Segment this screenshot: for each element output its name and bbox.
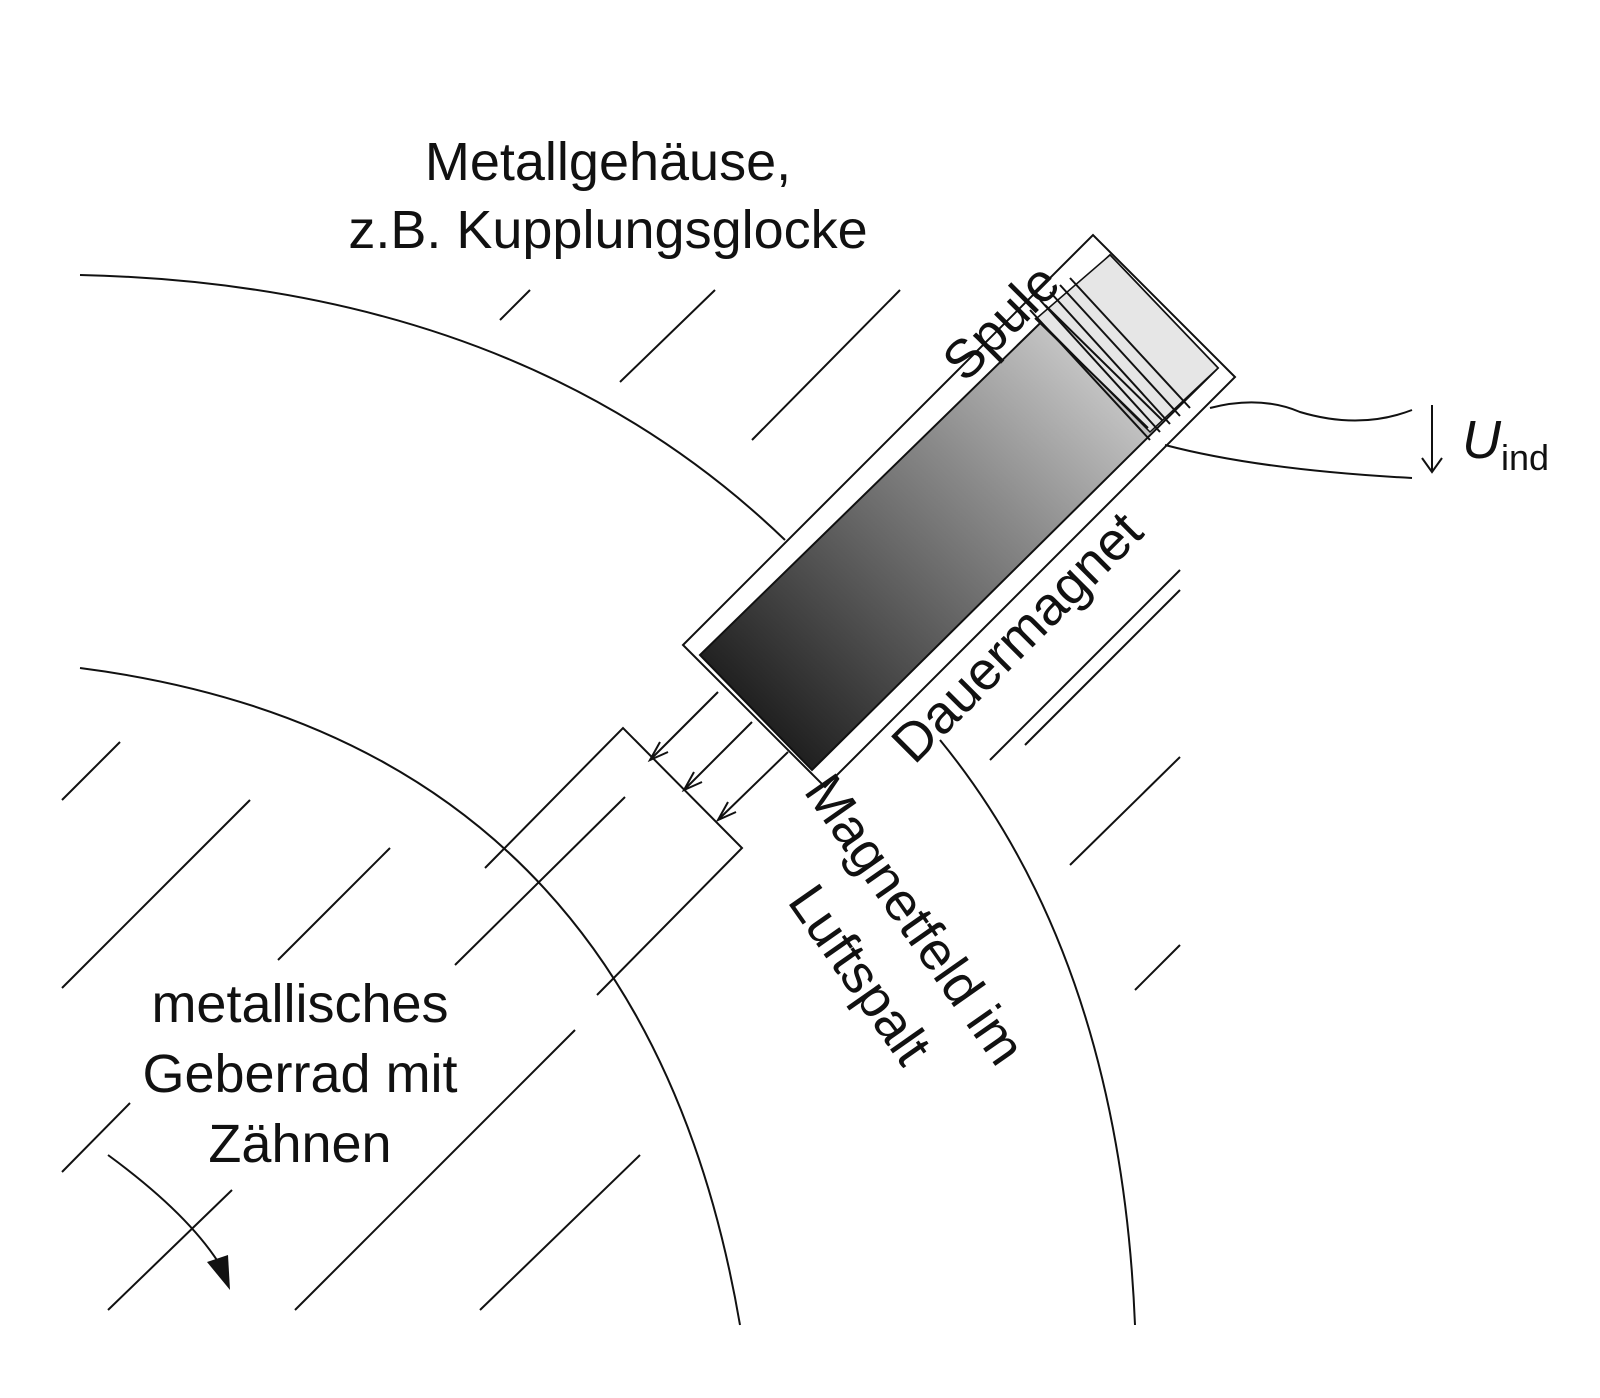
voltage-arrow-head [1421,457,1443,474]
wheel-hatching [61,741,641,1311]
wheel-arc [79,667,741,1326]
voltage-label: Uind [1462,410,1549,478]
housing-inner-arc [939,739,1136,1326]
voltage-symbol: U [1462,410,1502,470]
wheel-tooth [484,726,744,996]
coil-lead-top [1209,401,1413,422]
housing-hatching [499,289,901,441]
housing-label-2: z.B. Kupplungsglocke [348,200,867,260]
housing-label-1: Metallgehäuse, [425,132,791,192]
coil-lead-bottom [1164,444,1413,479]
coil-windings [1029,277,1191,441]
field-arrows [647,691,789,823]
tooth-inner-line [454,796,626,966]
wheel-label-1: metallisches [151,974,448,1034]
housing-hatching-right [989,569,1181,991]
voltage-subscript: ind [1501,437,1549,478]
wheel-label-2: Geberrad mit [142,1044,457,1104]
wheel-label-3: Zähnen [208,1114,391,1174]
rotation-arrow-head [207,1255,230,1290]
housing-arc [79,274,786,541]
rotation-arrow [107,1154,223,1269]
sensor-body [681,233,1237,789]
